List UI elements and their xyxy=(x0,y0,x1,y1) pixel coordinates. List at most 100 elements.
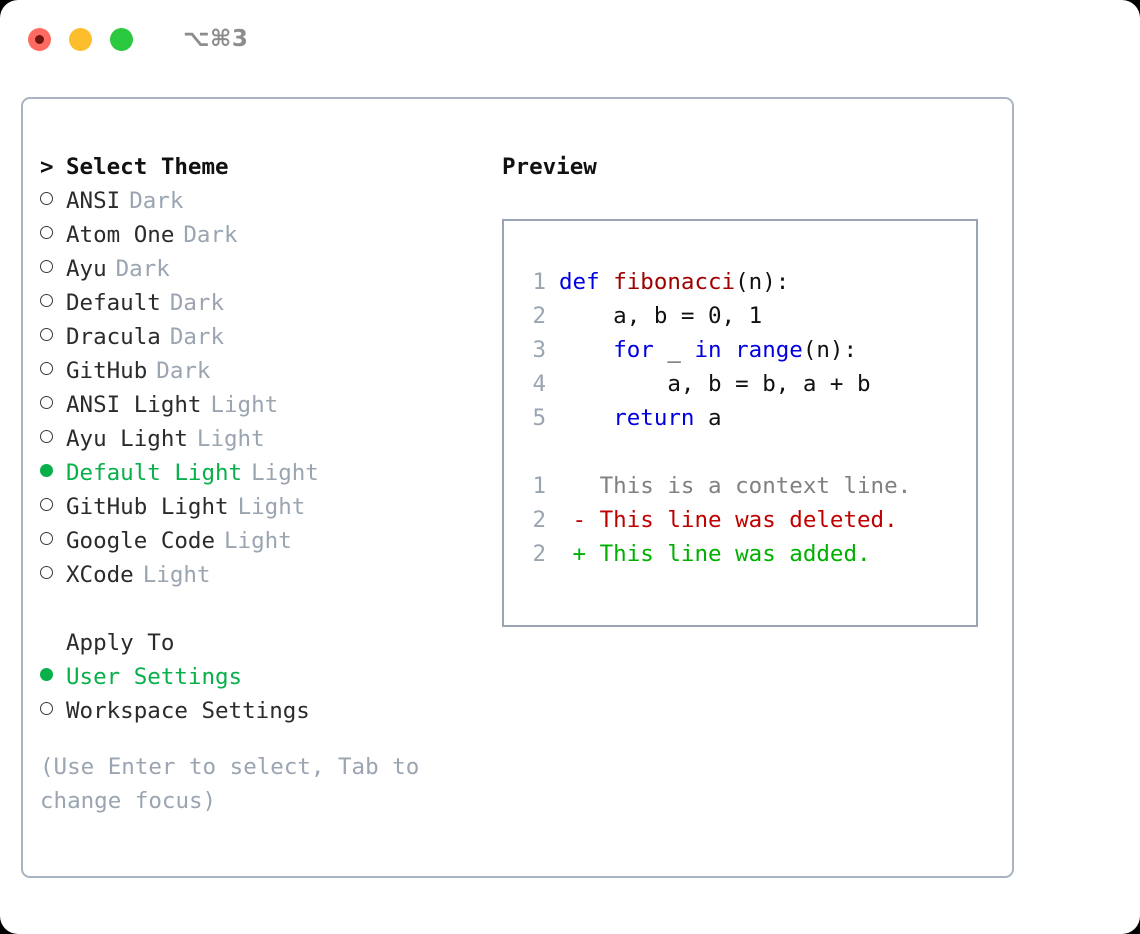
code-token: in xyxy=(694,337,722,363)
list-item[interactable]: ANSI Light Light xyxy=(40,388,480,422)
line-number: 2 xyxy=(532,507,546,533)
list-item-label: GitHub Light xyxy=(66,494,229,520)
list-item-label: GitHub xyxy=(66,358,148,384)
list-item-label: Default xyxy=(66,290,161,316)
list-item-tag: Dark xyxy=(169,324,225,350)
radio-marker xyxy=(40,524,66,558)
list-item-label: Ayu xyxy=(66,256,107,282)
line-number: 5 xyxy=(532,405,546,431)
list-item-label: Dracula xyxy=(66,324,161,350)
radio-marker xyxy=(40,694,66,728)
list-item[interactable]: Dracula Dark xyxy=(40,320,480,354)
radio-marker xyxy=(40,252,66,286)
code-token: a, b = 0, 1 xyxy=(559,303,763,329)
code-token: (n): xyxy=(735,269,790,295)
radio-marker xyxy=(40,184,66,218)
radio-unselected-icon xyxy=(40,192,53,205)
code-line: 1 def fibonacci(n): xyxy=(519,265,970,299)
radio-marker xyxy=(40,660,66,694)
radio-unselected-icon xyxy=(40,362,53,375)
radio-unselected-icon xyxy=(40,430,53,443)
code-line-text: for _ in range(n): xyxy=(559,333,857,367)
code-line-text: This is a context line. xyxy=(559,469,912,503)
traffic-lights xyxy=(28,27,133,51)
radio-selected-icon xyxy=(40,668,53,681)
code-token: + This line was added. xyxy=(559,541,871,567)
radio-unselected-icon xyxy=(40,328,53,341)
list-item-label: User Settings xyxy=(66,664,243,690)
code-token: for xyxy=(613,337,654,363)
list-item-label: ANSI xyxy=(66,188,121,214)
diff-sample: 1 This is a context line.2 - This line w… xyxy=(519,469,970,571)
radio-unselected-icon xyxy=(40,260,53,273)
radio-unselected-icon xyxy=(40,396,53,409)
list-item-label: Google Code xyxy=(66,528,216,554)
list-item[interactable]: Workspace Settings xyxy=(40,694,480,728)
list-item[interactable]: User Settings xyxy=(40,660,480,694)
list-item-tag: Dark xyxy=(169,290,225,316)
radio-unselected-icon xyxy=(40,498,53,511)
radio-marker xyxy=(40,320,66,354)
code-line-text: + This line was added. xyxy=(559,537,871,571)
list-item-label: Workspace Settings xyxy=(66,698,310,724)
radio-marker xyxy=(40,354,66,388)
close-button[interactable] xyxy=(28,27,51,51)
list-item-tag: Light xyxy=(251,460,319,486)
code-line-text: a, b = b, a + b xyxy=(559,367,871,401)
list-item[interactable]: Default Dark xyxy=(40,286,480,320)
code-token: a, b = b, a + b xyxy=(559,371,871,397)
list-item[interactable]: GitHub Dark xyxy=(40,354,480,388)
code-line: 1 This is a context line. xyxy=(519,469,970,503)
radio-marker xyxy=(40,218,66,252)
code-line: 5 return a xyxy=(519,401,970,435)
radio-selected-icon xyxy=(40,464,53,477)
radio-marker xyxy=(40,422,66,456)
line-number: 4 xyxy=(532,371,546,397)
line-number: 3 xyxy=(532,337,546,363)
list-item-tag: Light xyxy=(210,392,279,418)
title-bar: ⌥⌘3 xyxy=(0,0,1140,78)
code-line: 2 - This line was deleted. xyxy=(519,503,970,537)
code-token: fibonacci xyxy=(613,269,736,295)
radio-marker xyxy=(40,490,66,524)
radio-unselected-icon xyxy=(40,294,53,307)
code-line-text: a, b = 0, 1 xyxy=(559,299,762,333)
maximize-button[interactable] xyxy=(110,27,133,51)
code-line-text: def fibonacci(n): xyxy=(559,265,789,299)
select-theme-header: > Select Theme xyxy=(40,150,480,184)
minimize-button[interactable] xyxy=(69,27,92,51)
code-token: This is a context line. xyxy=(559,473,912,499)
line-number: 1 xyxy=(532,269,546,295)
select-theme-header-label: Select Theme xyxy=(66,154,229,180)
radio-marker xyxy=(40,456,66,490)
code-line: 2 a, b = 0, 1 xyxy=(519,299,970,333)
code-line: 4 a, b = b, a + b xyxy=(519,367,970,401)
radio-unselected-icon xyxy=(40,226,53,239)
chevron-right-icon: > xyxy=(40,154,54,180)
list-item-tag: Dark xyxy=(156,358,211,384)
list-item-tag: Dark xyxy=(129,188,184,214)
list-item-label: XCode xyxy=(66,562,134,588)
list-item[interactable]: ANSI Dark xyxy=(40,184,480,218)
list-item-label: ANSI Light xyxy=(66,392,202,418)
code-token: range xyxy=(735,337,803,363)
code-token xyxy=(559,405,613,431)
code-line: 3 for _ in range(n): xyxy=(519,333,970,367)
code-token: (n): xyxy=(802,337,858,363)
section-spacer xyxy=(40,592,480,626)
code-diff-spacer xyxy=(519,435,970,469)
radio-marker xyxy=(40,388,66,422)
